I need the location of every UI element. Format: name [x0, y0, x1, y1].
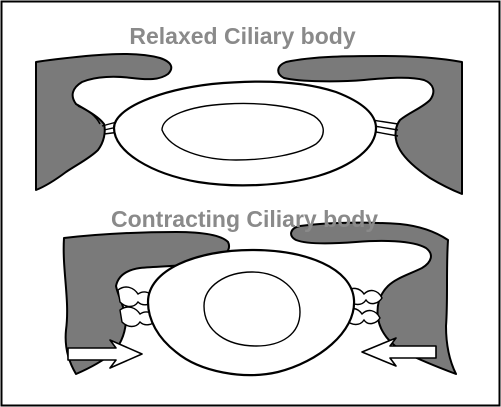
lens-nucleus-contracting [204, 272, 300, 346]
panel-title-relaxed: Relaxed Ciliary body [0, 25, 493, 48]
lens-nucleus-relaxed [162, 104, 323, 161]
panel-title-contracting: Contracting Ciliary body [0, 208, 495, 231]
